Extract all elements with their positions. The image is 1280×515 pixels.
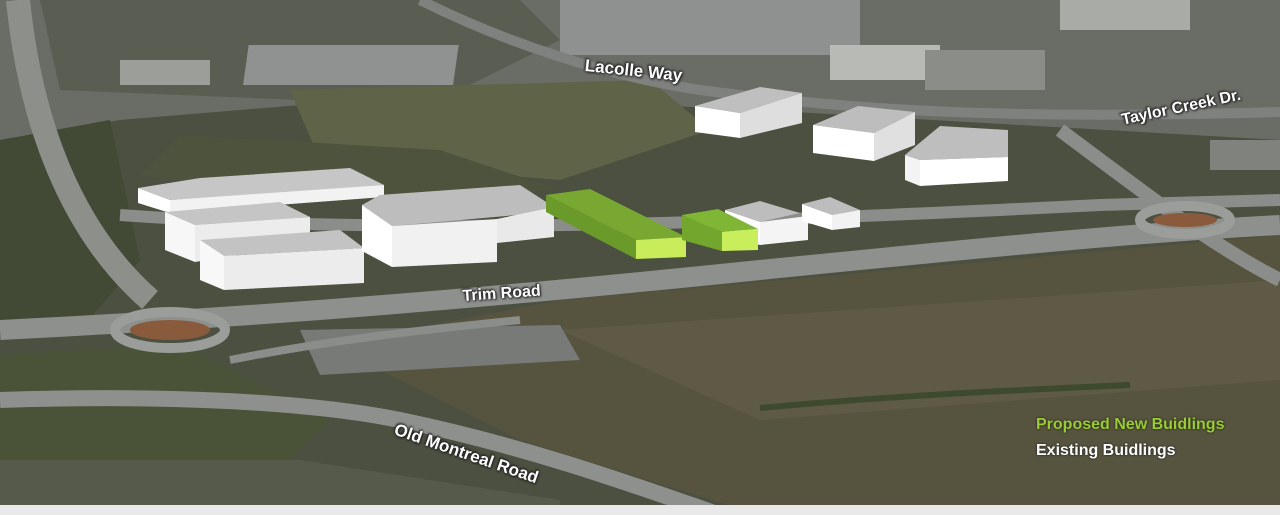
existing-building-1 [138,168,384,213]
trim-road [0,215,1280,340]
area-south [0,460,560,515]
proposed-buildings [546,189,758,259]
woods-west [0,120,140,330]
legend-existing: Existing Buidlings [1036,442,1176,459]
existing-building-8 [813,106,915,161]
roundabout-west-center [130,320,210,340]
old-montreal-road [0,390,723,515]
existing-building-6 [802,197,860,230]
building-roof-east [1210,140,1280,170]
building-roof-west [120,60,210,85]
existing-building-7 [695,87,802,138]
warehouse-roof-2 [560,0,860,55]
existing-building-4 [362,185,554,267]
roundabout-east [1135,201,1235,239]
highway-west [6,0,158,310]
existing-building-3 [200,230,364,290]
existing-building-9 [905,126,1008,186]
connector-road [229,316,521,364]
woods-south [0,345,330,470]
proposed-building-2 [682,209,758,251]
warehouse-roof-3 [830,45,940,80]
warehouse-roof-1 [243,45,459,85]
roundabout-west [110,307,230,353]
legend-proposed: Proposed New Buidlings [1036,416,1225,433]
legend: Proposed New Buidlings Existing Buidling… [1036,412,1224,464]
roundabout-east-center [1153,213,1217,227]
proposed-building-1 [546,189,686,259]
warehouse-roof-4 [1060,0,1190,30]
warehouse-roof-5 [925,50,1045,90]
hedge-line [759,382,1131,411]
bottom-border [0,505,1280,515]
existing-buildings [138,87,1008,290]
